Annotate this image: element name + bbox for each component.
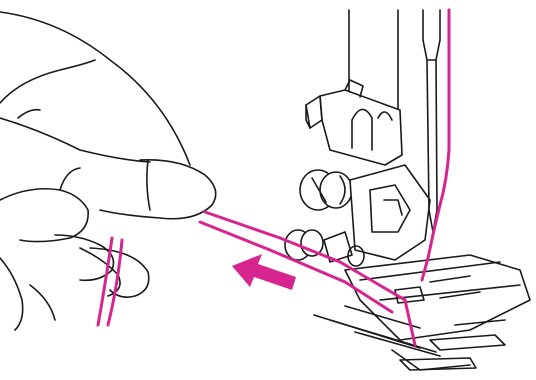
needle-icon (427, 60, 437, 232)
hand-icon (0, 12, 216, 330)
arrow-left-icon (232, 254, 296, 290)
